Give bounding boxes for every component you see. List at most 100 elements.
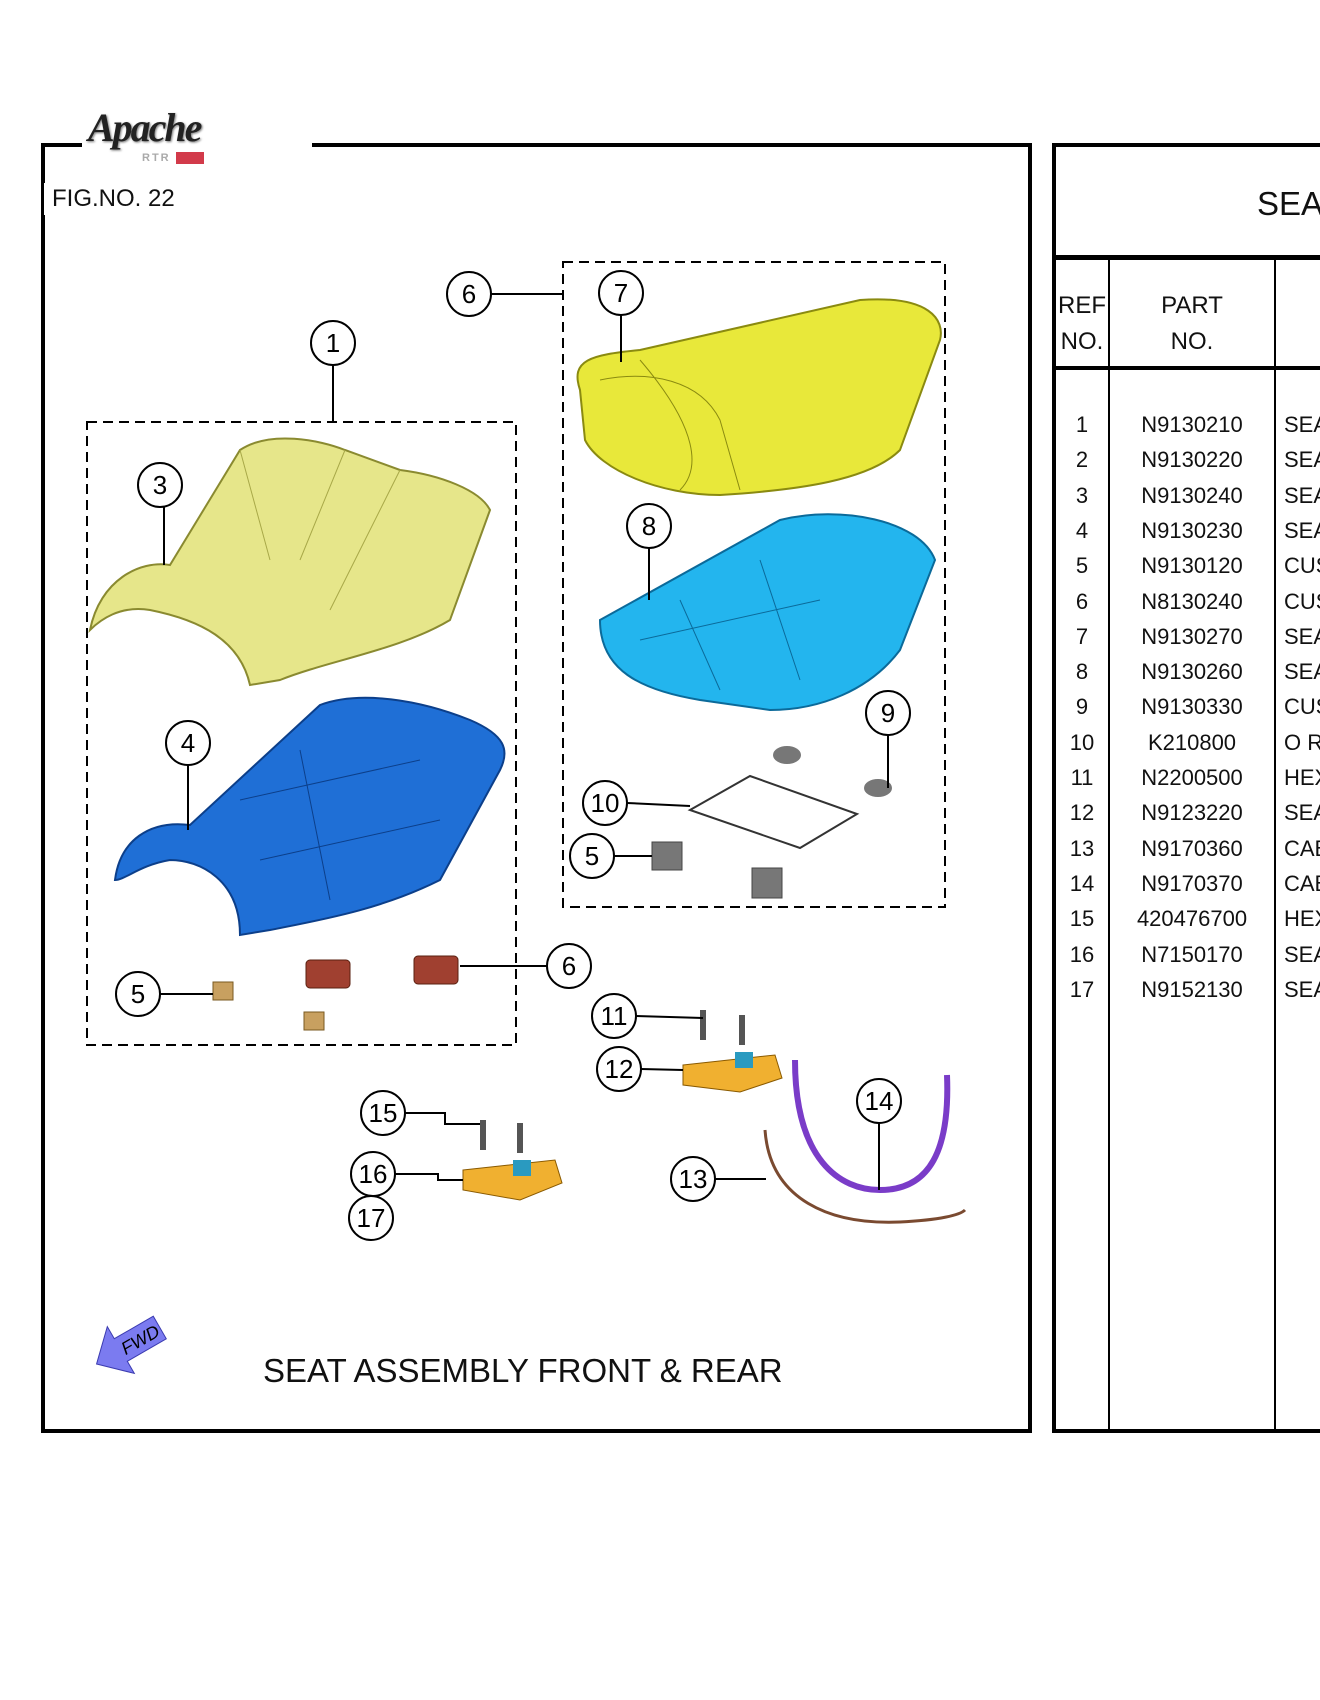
fwd-arrow-icon: FWD: [95, 1315, 167, 1375]
cell-part: N9130270: [1141, 623, 1243, 649]
cell-part: N2200500: [1141, 765, 1243, 790]
logo-text: Apache: [88, 105, 202, 150]
cell-ref: 7: [1075, 623, 1089, 649]
svg-text:6: 6: [562, 951, 576, 981]
part-front-seat-base: [113, 696, 506, 937]
cell-desc: CAB: [1284, 835, 1320, 861]
figure-frame: [41, 143, 1032, 1433]
cell-part: N7150170: [1141, 941, 1243, 967]
cell-ref: 6: [1075, 588, 1089, 614]
figure-caption: SEAT ASSEMBLY FRONT & REAR: [263, 1352, 783, 1389]
callout-7: 7: [598, 270, 644, 316]
cell-part: N9152130: [1141, 976, 1243, 1002]
svg-text:8: 8: [642, 511, 656, 541]
table-row: 5N9130120CUS: [1056, 548, 1320, 583]
svg-text:1: 1: [326, 328, 340, 358]
part-cushion-5d: [751, 867, 783, 899]
svg-text:4: 4: [181, 728, 195, 758]
callout-9: 9: [865, 690, 911, 736]
logo-subtext: RTR: [142, 152, 204, 164]
part-bolt-11a: [700, 1010, 706, 1040]
table-row: 3N9130240SEA: [1056, 478, 1320, 513]
cell-desc: SEA: [1284, 623, 1320, 649]
apache-logo: Apache RTR: [82, 104, 312, 176]
cell-part: N9130330: [1141, 694, 1243, 720]
cell-desc: SEA: [1284, 517, 1320, 543]
cell-part: N9130240: [1141, 482, 1243, 508]
cell-desc: HEX: [1284, 906, 1320, 932]
column-divider: [1274, 260, 1276, 1429]
front-seat-seams: [239, 449, 401, 611]
svg-text:17: 17: [357, 1203, 386, 1233]
cell-desc: CUS: [1284, 588, 1320, 614]
svg-text:9: 9: [881, 698, 895, 728]
cell-ref: 2: [1075, 447, 1089, 473]
cell-part: 420476700: [1136, 906, 1248, 932]
svg-text:11: 11: [601, 1001, 628, 1031]
cell-ref: 17: [1069, 976, 1095, 1002]
table-row: 14N9170370CAB: [1056, 866, 1320, 901]
cell-part: K210800: [1147, 729, 1237, 755]
cell-part: N9130120: [1141, 553, 1243, 579]
table-row: 1N9130210SEA: [1056, 407, 1320, 442]
table-row: 7 N9130270 SEA: [1056, 619, 1320, 654]
rear-base-ribs: [639, 559, 821, 691]
cell-part: N9123220: [1141, 800, 1243, 826]
callout-5b: 5: [569, 833, 615, 879]
callout-11: 11: [591, 993, 637, 1039]
callout-2: 6: [446, 271, 492, 317]
cell-desc: CUS: [1284, 694, 1320, 720]
cell-part: N9170360: [1141, 835, 1243, 861]
part-cushion-5b: [303, 1011, 325, 1031]
callout-group: 1 6 3 4 5 5 6 7 8 9 10 11 12 13 14 15 16…: [115, 270, 911, 1241]
table-row: 6 N8130240 CUS: [1056, 584, 1320, 619]
svg-text:15: 15: [369, 1098, 398, 1128]
callout-8: 8: [626, 503, 672, 549]
cell-part: N9130260: [1141, 659, 1243, 685]
table-row: 9N9130330CUS: [1056, 689, 1320, 724]
front-seat-group-box: [86, 421, 517, 1046]
cell-part: N9130220: [1141, 447, 1243, 473]
callout-14: 14: [856, 1078, 902, 1124]
callout-4: 4: [165, 720, 211, 766]
cell-desc: CAB: [1284, 870, 1320, 896]
cell-part: N8130240: [1141, 588, 1243, 614]
part-front-seat: [88, 437, 492, 687]
part-cushion-5a: [212, 981, 234, 1001]
cell-ref: 13: [1069, 835, 1095, 861]
cell-part: N9130230: [1141, 517, 1243, 543]
svg-text:5: 5: [585, 841, 599, 871]
table-row: 8N9130260SEA: [1056, 654, 1320, 689]
callout-6: 6: [546, 943, 592, 989]
part-o-ring: [687, 774, 860, 850]
logo-badge: [175, 152, 204, 164]
cell-desc: O R: [1284, 729, 1320, 755]
rear-seat-seams: [599, 359, 741, 491]
cell-ref: 8: [1075, 659, 1089, 685]
svg-text:10: 10: [591, 788, 620, 818]
callout-5a: 5: [115, 971, 161, 1017]
table-row: 11N2200500HEX: [1056, 760, 1320, 795]
part-rubber-9b: [864, 779, 892, 797]
cell-desc: SEA: [1284, 412, 1320, 437]
callout-16: 16: [350, 1151, 396, 1197]
cell-desc: SEA: [1284, 976, 1320, 1002]
bracket-lock-16: [513, 1160, 531, 1176]
part-bolt-15b: [517, 1123, 523, 1153]
bracket-lock-12: [735, 1052, 753, 1068]
column-divider: [1108, 260, 1110, 1429]
table-row: 15 420476700 HEX: [1056, 901, 1320, 936]
part-bolt-15a: [480, 1120, 486, 1150]
table-title: SEA: [1257, 185, 1320, 222]
table-row: 12N9123220SEA: [1056, 795, 1320, 830]
part-cushion-5c: [651, 841, 683, 871]
logo-rtr: RTR: [142, 152, 171, 164]
cell-ref: 15: [1069, 906, 1095, 932]
part-cable-13: [763, 1129, 967, 1224]
table-title-cell: SEA: [1056, 147, 1320, 260]
table-row: 2N9130220SEA: [1056, 442, 1320, 477]
